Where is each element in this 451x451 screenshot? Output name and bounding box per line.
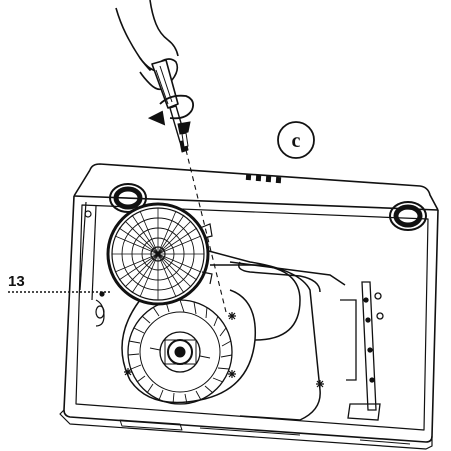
impeller-icon [127,299,233,405]
left-bracket [79,201,105,327]
outlet-left [109,183,147,213]
screw-icon [177,121,191,148]
carbon-filter [106,202,213,306]
rotation-arrow-icon [147,94,195,126]
outlet-right [389,201,427,231]
top-vents [245,173,282,184]
right-frame-parts [340,281,384,421]
callout-13: 13 [8,273,110,293]
guide-line [185,149,227,313]
step-label-text: c [292,130,301,152]
hood-body [59,163,439,450]
callout-13-label: 13 [8,273,25,290]
step-label: c [277,121,315,159]
screw-marks [124,312,324,388]
